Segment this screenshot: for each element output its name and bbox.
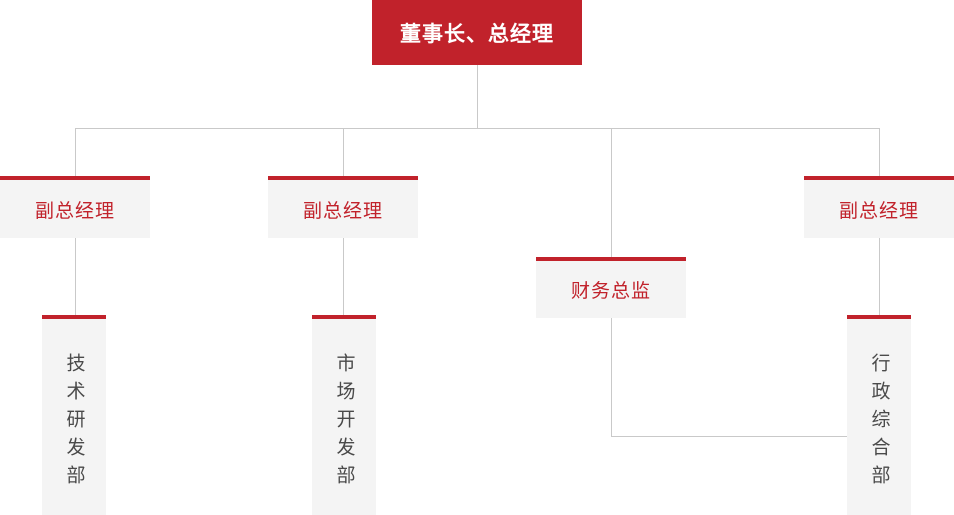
node-vp2[interactable]: 副总经理	[268, 176, 418, 238]
connector-cfo-elbow-vertical	[611, 318, 612, 436]
node-dept-rd[interactable]: 技术研发部	[42, 315, 106, 515]
connector-drop-cfo	[611, 128, 612, 257]
node-dept-market[interactable]: 市场开发部	[312, 315, 376, 515]
node-cfo[interactable]: 财务总监	[536, 257, 686, 318]
node-cfo-label: 财务总监	[570, 281, 651, 302]
connector-drop-vp2	[343, 128, 344, 176]
node-vp1[interactable]: 副总经理	[0, 176, 150, 238]
node-vp2-label: 副总经理	[302, 200, 383, 222]
node-dept-market-label: 市场开发部	[333, 353, 355, 493]
node-chairman-label: 董事长、总经理	[400, 22, 554, 46]
connector-cfo-elbow-horizontal	[611, 436, 847, 437]
node-dept-admin-label: 行政综合部	[868, 353, 890, 493]
connector-level2-bus	[75, 128, 880, 129]
connector-vp2-to-market	[343, 238, 344, 315]
connector-vp3-to-admin	[879, 238, 880, 315]
node-vp1-label: 副总经理	[34, 200, 115, 222]
node-chairman[interactable]: 董事长、总经理	[372, 0, 582, 65]
connector-drop-vp1	[75, 128, 76, 176]
node-vp3-label: 副总经理	[838, 200, 919, 222]
connector-drop-vp3	[879, 128, 880, 176]
connector-chairman-stem	[477, 65, 478, 128]
node-vp3[interactable]: 副总经理	[804, 176, 954, 238]
node-dept-admin[interactable]: 行政综合部	[847, 315, 911, 515]
connector-vp1-to-rd	[75, 238, 76, 315]
node-dept-rd-label: 技术研发部	[63, 353, 85, 493]
